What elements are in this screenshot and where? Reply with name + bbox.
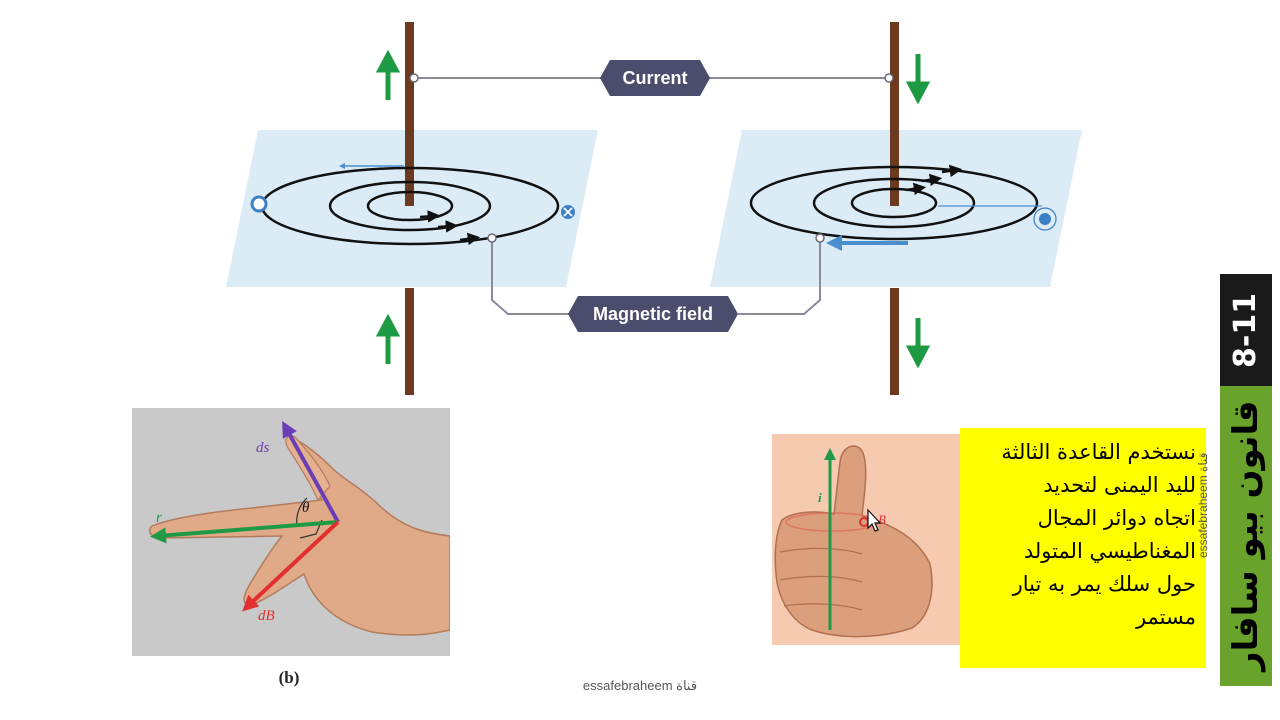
cross-circle-icon	[561, 205, 575, 219]
right-wire-lower	[890, 288, 899, 395]
right-current-arrow-down-top	[905, 54, 931, 105]
field-leader-dot-left	[487, 233, 497, 243]
field-leader-line	[491, 238, 821, 315]
hand-vector-illustration: ds⃗ r⃗ dB⃗ θ	[148, 420, 450, 636]
arabic-line: نستخدم القاعدة الثالثة	[1001, 440, 1196, 464]
arabic-line: المغناطيسي المتولد	[1023, 538, 1196, 563]
lesson-code: 8-11	[1228, 292, 1263, 368]
arabic-line: لليد اليمنى لتحديد	[1043, 472, 1196, 497]
channel-watermark-bottom: essafebraheem قناة	[582, 678, 698, 693]
vector-ds-arrow	[282, 420, 340, 523]
figure-caption-b: (b)	[278, 668, 300, 687]
hand-shape	[148, 440, 450, 636]
arabic-line: اتجاه دوائر المجال	[1037, 505, 1196, 530]
arabic-line: مستمر	[1135, 604, 1196, 629]
current-leader-dot-right	[884, 73, 894, 83]
left-plane	[226, 130, 598, 287]
mouse-pointer-icon	[867, 508, 882, 532]
fist-shape	[774, 445, 933, 638]
hand-vector-photo: ds⃗ r⃗ dB⃗ θ	[132, 408, 450, 656]
right-plane	[710, 130, 1082, 287]
target-dot-icon	[1033, 207, 1057, 231]
field-b-label: B⃗	[878, 512, 896, 527]
left-wire-upper	[405, 22, 414, 206]
lesson-title: قانون بيو سافار	[1226, 400, 1266, 672]
vector-db-arrow	[242, 520, 340, 612]
left-current-arrow-up-bottom	[375, 313, 401, 364]
arabic-explanation-box: نستخدم القاعدة الثالثة لليد اليمنى لتحدي…	[960, 428, 1206, 668]
lesson-side-banner: 8-11 قانون بيو سافار	[1220, 274, 1272, 686]
right-wire-upper	[890, 22, 899, 206]
banner-code-panel	[1220, 274, 1272, 386]
thumb-rule-illustration: i B⃗	[774, 445, 933, 638]
finger-line-3	[783, 603, 863, 611]
vector-r-arrow	[150, 520, 339, 544]
dot-circle-icon	[250, 195, 268, 213]
right-field-circle-inner	[850, 187, 938, 219]
right-current-arrow-down-bottom	[905, 318, 931, 369]
current-label: Current	[600, 60, 710, 96]
magnetic-field-label: Magnetic field	[568, 296, 738, 332]
right-field-arrow-middle	[921, 173, 943, 187]
channel-watermark-side: essafebraheem قناة	[1196, 452, 1210, 558]
finger-line-1	[779, 547, 863, 555]
banner-title-panel	[1220, 386, 1272, 686]
left-field-arrow-middle	[437, 220, 459, 233]
right-field-arrow-outer	[941, 164, 963, 178]
field-leader-dot-right	[815, 233, 825, 243]
vector-ds-label: ds⃗	[256, 440, 281, 456]
current-leader-dot-left	[409, 73, 419, 83]
right-field-circle-middle	[812, 177, 976, 229]
right-field-arrow-inner	[905, 182, 927, 196]
current-i-label: i	[818, 490, 822, 505]
left-field-circle-inner	[366, 190, 454, 222]
left-wire-lower	[405, 288, 414, 395]
left-current-arrow-up-top	[375, 49, 401, 100]
left-field-circle-middle	[328, 180, 492, 232]
right-field-circles	[749, 165, 1039, 241]
vector-db-label: dB⃗	[258, 608, 286, 624]
arabic-line: حول سلك يمر به تيار	[1012, 571, 1196, 596]
right-field-circle-outer	[749, 165, 1039, 241]
vector-r-label: r⃗	[156, 510, 174, 526]
angle-theta-label: θ	[302, 500, 310, 516]
left-field-arrow-outer	[459, 232, 481, 246]
thumb-rule-photo: i B⃗	[772, 434, 962, 645]
left-field-arrow-inner	[419, 210, 441, 223]
finger-line-2	[779, 575, 863, 583]
